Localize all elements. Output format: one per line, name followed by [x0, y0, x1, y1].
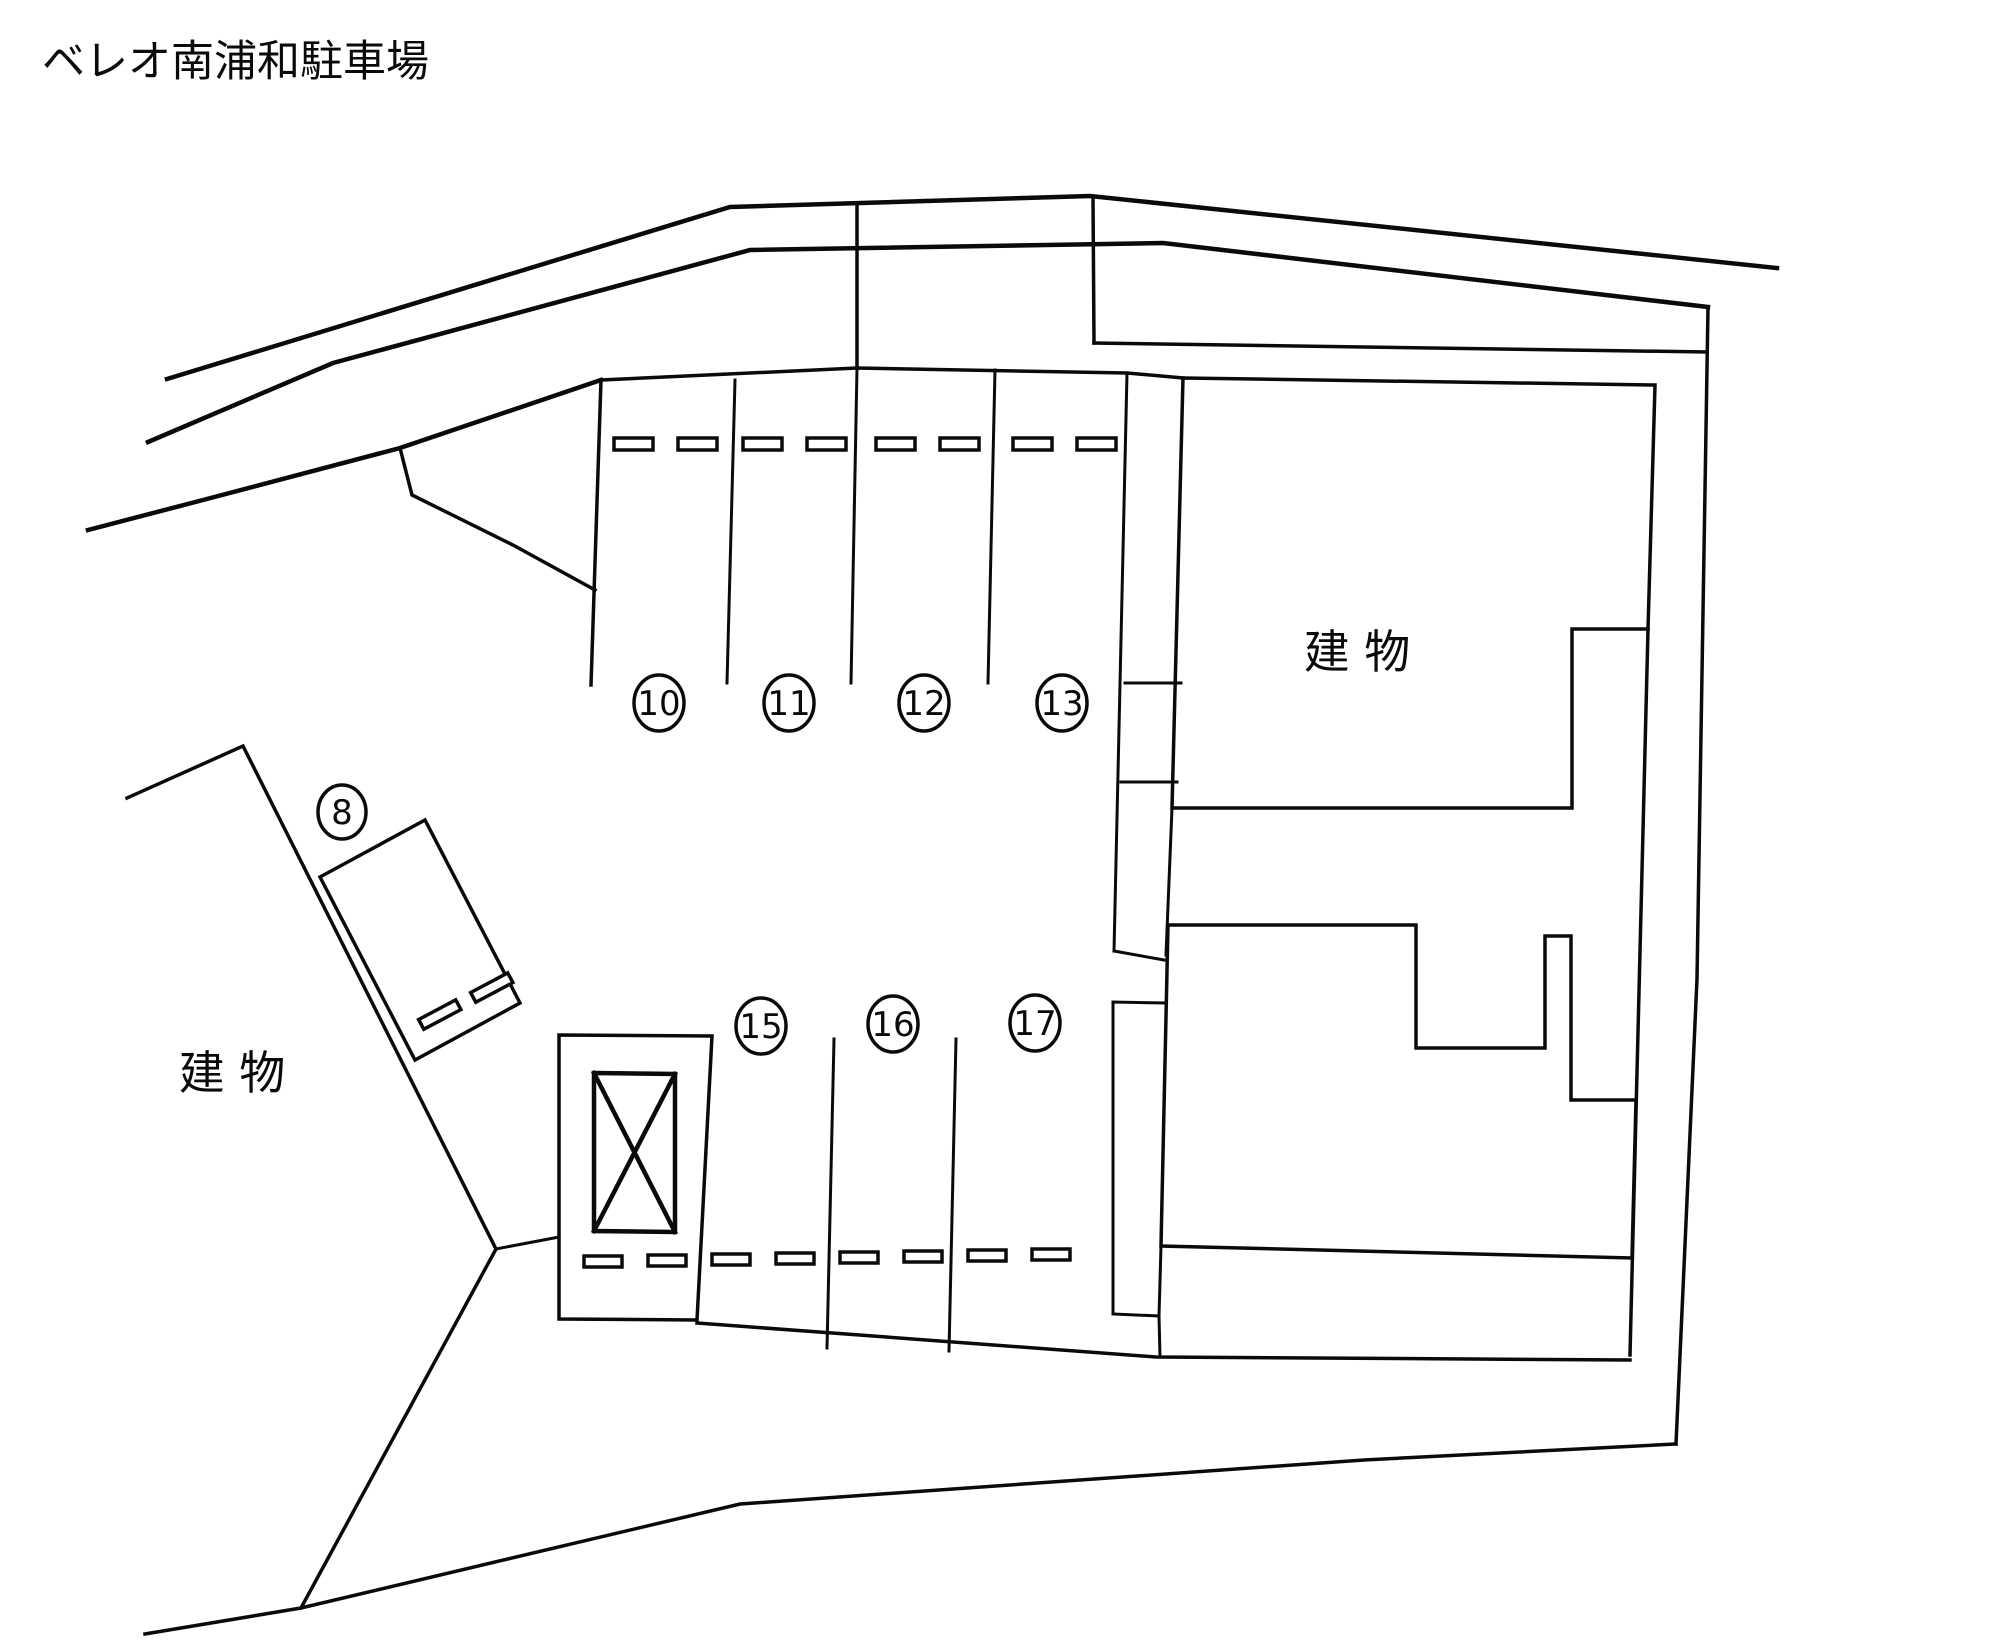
- ramp-box-enclosure: [557, 1033, 714, 1322]
- parking-divider-16-17: [947, 1037, 958, 1353]
- parking-divider-12-13: [986, 368, 997, 685]
- circled-number-10: 10: [632, 673, 686, 733]
- upper-dash-row: [612, 436, 1118, 452]
- svg-text:16: 16: [871, 1005, 914, 1045]
- boundary-connector-line: [494, 1235, 561, 1251]
- upper-row-left-boundary: [589, 378, 603, 687]
- space-8-dashes: [416, 970, 516, 1032]
- svg-text:11: 11: [767, 684, 810, 724]
- circled-number-15: 15: [734, 996, 788, 1056]
- lower-row-bottom-boundary: [695, 1321, 1632, 1362]
- building-right-upper-outline: [1170, 376, 1657, 810]
- svg-text:10: 10: [637, 684, 680, 724]
- boundary-bottom-left: [142, 1246, 499, 1637]
- lower-parking-row: 15 16 17: [557, 993, 1632, 1362]
- left-parcel: 建 物 8: [124, 743, 1678, 1637]
- lower-dash-row: [582, 1247, 1072, 1269]
- upper-row-top-edge: [599, 366, 1185, 382]
- building-right-lower-outline: [1159, 923, 1638, 1260]
- building-left-outline: [124, 743, 499, 1252]
- circled-number-17: 17: [1008, 993, 1062, 1053]
- svg-text:17: 17: [1013, 1004, 1056, 1044]
- diagram-title: ベレオ南浦和駐車場: [42, 37, 429, 87]
- circled-number-16: 16: [866, 994, 920, 1054]
- road-outer-line: [164, 193, 1780, 382]
- svg-text:8: 8: [331, 793, 353, 833]
- road-connector-line-2: [1091, 194, 1096, 345]
- ramp-box-cross: [590, 1069, 679, 1236]
- svg-text:15: 15: [739, 1007, 782, 1047]
- upper-parking-row: 10 11 12 13: [589, 366, 1185, 962]
- driveway-pocket-outline: [397, 445, 598, 593]
- property-border-right: [1674, 305, 1710, 1446]
- road-lines: [85, 193, 1780, 1446]
- circled-number-8: 8: [316, 783, 368, 841]
- building-label-left: 建 物: [179, 1046, 286, 1100]
- building-right: 建 物: [1111, 376, 1657, 1359]
- parking-divider-10-11: [725, 378, 737, 685]
- circled-number-12: 12: [897, 673, 951, 733]
- building-side-tab-outline: [1111, 1000, 1168, 1359]
- road-inner-line: [145, 240, 1711, 445]
- svg-text:13: 13: [1040, 684, 1083, 724]
- circled-number-13: 13: [1035, 673, 1089, 733]
- circled-number-11: 11: [762, 673, 816, 733]
- svg-text:12: 12: [902, 684, 945, 724]
- parcel-boundary-north: [1092, 341, 1709, 354]
- property-border-bottom: [298, 1442, 1678, 1611]
- space-8-outline: [317, 817, 523, 1063]
- parking-divider-15-16: [825, 1037, 836, 1350]
- driveway-edge-line: [85, 377, 604, 533]
- side-strip-outline: [1112, 371, 1183, 962]
- parking-divider-11-12: [849, 366, 859, 685]
- building-label-right: 建 物: [1304, 625, 1411, 679]
